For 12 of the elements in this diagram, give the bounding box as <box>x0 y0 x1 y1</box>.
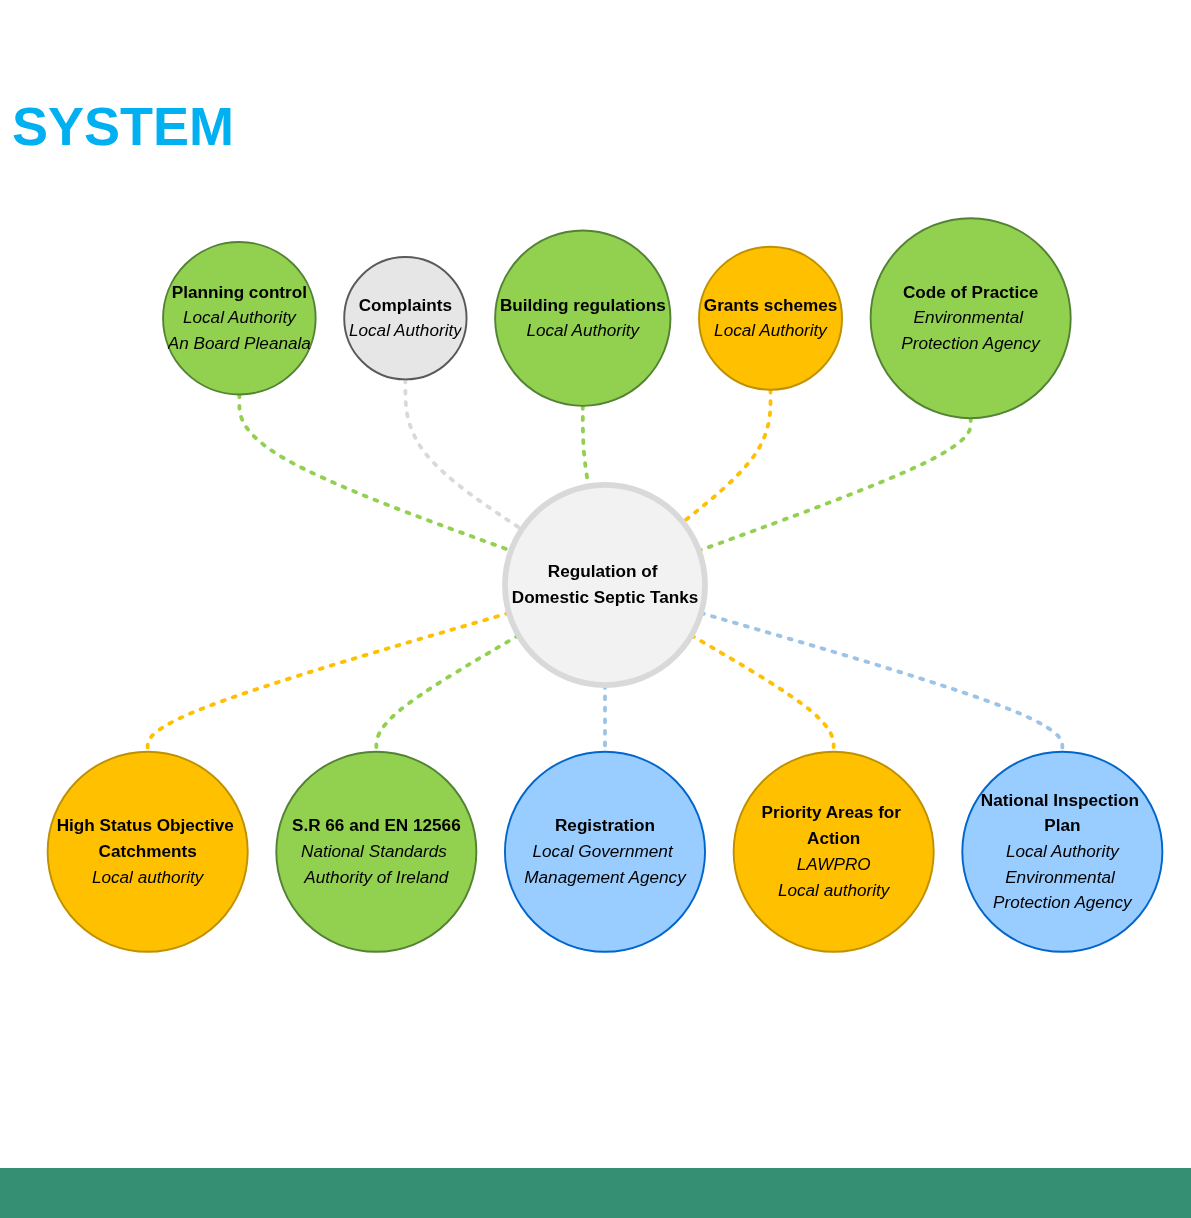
slide-heading: SYSTEM <box>12 95 235 157</box>
node-circle: Priority Areas for Action LAWPRO Local authority <box>732 750 935 953</box>
node-circle: High Status Objective Catchments Local authority <box>46 750 249 953</box>
node-circle: National Inspection Plan Local Authority Environmental Protection Agency <box>961 750 1164 953</box>
node-circle: Building regulations Local Authority <box>494 229 672 407</box>
node-circle: Planning control Local Authority An Board Pleanala <box>162 241 317 396</box>
node-circle: Registration Local Government Management Agency <box>504 750 706 953</box>
node-circle: S.R 66 and EN 12566 National Standards Authority of Ireland <box>275 750 478 953</box>
node-circle: Regulation of Domestic Septic Tanks <box>502 482 708 688</box>
node-circle: Grants schemes Local Authority <box>698 245 843 391</box>
node-circle: Complaints Local Authority <box>343 256 468 381</box>
node-circle: Code of Practice Environmental Protection Agency <box>869 217 1072 420</box>
